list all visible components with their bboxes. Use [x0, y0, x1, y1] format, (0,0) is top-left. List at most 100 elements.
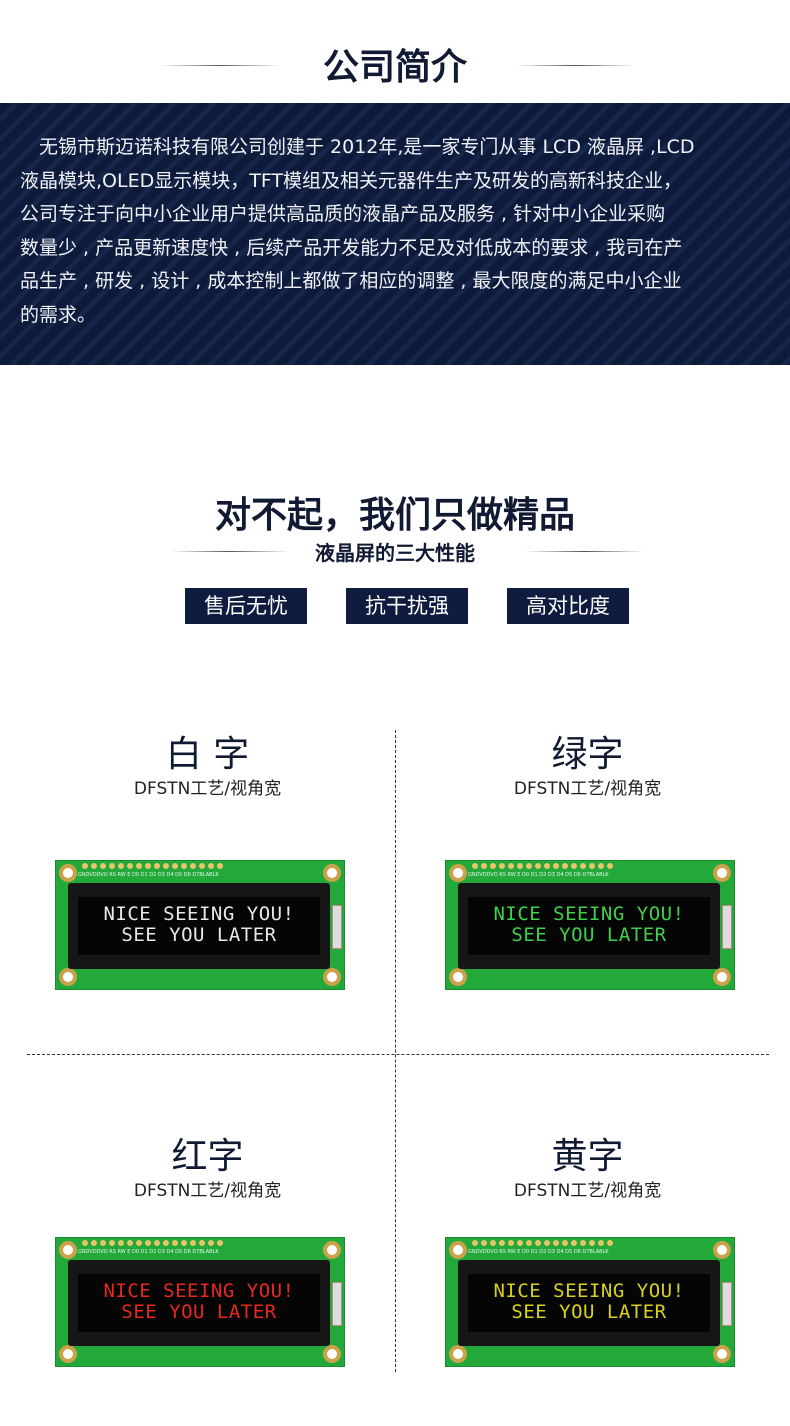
subtitle-line-left: [170, 551, 290, 552]
variant-subtitle: DFSTN工艺/视角宽: [133, 779, 282, 799]
pin: [100, 1240, 106, 1246]
pin: [517, 863, 523, 869]
pin-labels: GNDVDDVO RS RW E D0 D1 D2 D3 D4 D5 D6 D7…: [78, 1249, 219, 1255]
pin: [607, 863, 613, 869]
pin: [598, 863, 604, 869]
pin: [190, 1240, 196, 1246]
pin: [490, 1240, 496, 1246]
feature-tag: 售后无忧: [185, 588, 307, 624]
pin: [136, 863, 142, 869]
horizontal-divider: [27, 1054, 769, 1055]
pin: [127, 1240, 133, 1246]
pin: [517, 1240, 523, 1246]
lcd-screen: NICE SEEING YOU! SEE YOU LATER: [78, 1274, 320, 1332]
pin: [607, 1240, 613, 1246]
lcd-line-1: NICE SEEING YOU!: [103, 903, 295, 925]
variant-subtitle: DFSTN工艺/视角宽: [513, 1181, 662, 1201]
pin: [181, 863, 187, 869]
pin: [562, 1240, 568, 1246]
lcd-line-2: SEE YOU LATER: [511, 924, 667, 946]
pin: [580, 1240, 586, 1246]
subtitle-line-right: [525, 551, 645, 552]
pin: [217, 1240, 223, 1246]
variant-subtitle: DFSTN工艺/视角宽: [513, 779, 662, 799]
section-subtitle: 液晶屏的三大性能: [315, 541, 475, 565]
pin: [499, 1240, 505, 1246]
variant-title: 绿字: [551, 734, 624, 775]
lcd-line-2: SEE YOU LATER: [121, 1301, 277, 1323]
variant-subtitle: DFSTN工艺/视角宽: [133, 1181, 282, 1201]
intro-line: 数量少 , 产品更新速度快 , 后续产品开发能力不足及对低成本的要求 , 我司在…: [20, 236, 683, 259]
pin: [127, 863, 133, 869]
pin: [472, 1240, 478, 1246]
pin: [571, 863, 577, 869]
pin: [481, 863, 487, 869]
pin: [208, 863, 214, 869]
pin: [199, 1240, 205, 1246]
pin: [82, 863, 88, 869]
pin: [508, 863, 514, 869]
pin: [154, 863, 160, 869]
lcd-screen: NICE SEEING YOU! SEE YOU LATER: [468, 1274, 710, 1332]
pin: [163, 863, 169, 869]
pin: [481, 1240, 487, 1246]
feature-tag: 高对比度: [507, 588, 629, 624]
lcd-module-image: GNDVDDVO RS RW E D0 D1 D2 D3 D4 D5 D6 D7…: [55, 860, 345, 990]
lcd-line-2: SEE YOU LATER: [511, 1301, 667, 1323]
pin: [91, 1240, 97, 1246]
pin: [217, 863, 223, 869]
intro-line: 品生产 , 研发 , 设计 , 成本控制上都做了相应的调整 , 最大限度的满足中…: [20, 270, 682, 292]
pin: [580, 863, 586, 869]
pin: [589, 1240, 595, 1246]
pin: [571, 1240, 577, 1246]
pin: [82, 1240, 88, 1246]
pin: [118, 863, 124, 869]
lcd-line-1: NICE SEEING YOU!: [493, 1280, 685, 1302]
pin: [544, 1240, 550, 1246]
lcd-module-image: GNDVDDVO RS RW E D0 D1 D2 D3 D4 D5 D6 D7…: [445, 1237, 735, 1367]
pin: [145, 1240, 151, 1246]
pin: [589, 863, 595, 869]
pin: [100, 863, 106, 869]
pin: [562, 863, 568, 869]
pin: [172, 863, 178, 869]
intro-line: 无锡市斯迈诺科技有限公司创建于 2012年,是一家专门从事 LCD 液晶屏 ,L…: [20, 136, 695, 158]
lcd-line-2: SEE YOU LATER: [121, 924, 277, 946]
pin: [208, 1240, 214, 1246]
feature-tag: 抗干扰强: [346, 588, 468, 624]
pin: [199, 863, 205, 869]
variant-title: 红字: [171, 1136, 244, 1177]
pin: [553, 863, 559, 869]
pin-labels: GNDVDDVO RS RW E D0 D1 D2 D3 D4 D5 D6 D7…: [468, 872, 609, 878]
title-line-right: [515, 65, 635, 66]
lcd-screen: NICE SEEING YOU! SEE YOU LATER: [78, 897, 320, 955]
pin: [499, 863, 505, 869]
pin: [535, 1240, 541, 1246]
title-line-left: [160, 65, 280, 66]
pin: [154, 1240, 160, 1246]
lcd-module-image: GNDVDDVO RS RW E D0 D1 D2 D3 D4 D5 D6 D7…: [445, 860, 735, 990]
pin-labels: GNDVDDVO RS RW E D0 D1 D2 D3 D4 D5 D6 D7…: [78, 872, 219, 878]
vertical-divider: [395, 730, 396, 1372]
pin: [508, 1240, 514, 1246]
pin: [145, 863, 151, 869]
intro-line: 公司专注于向中小企业用户提供高品质的液晶产品及服务 , 针对中小企业采购: [20, 203, 666, 225]
lcd-screen: NICE SEEING YOU! SEE YOU LATER: [468, 897, 710, 955]
page-title: 公司简介: [322, 47, 467, 88]
pin: [163, 1240, 169, 1246]
pin: [190, 863, 196, 869]
pin: [526, 863, 532, 869]
pin: [598, 1240, 604, 1246]
pin: [109, 863, 115, 869]
variant-title: 白 字: [165, 734, 250, 775]
section-title: 对不起，我们只做精品: [214, 495, 575, 536]
pin-labels: GNDVDDVO RS RW E D0 D1 D2 D3 D4 D5 D6 D7…: [468, 1249, 609, 1255]
pin: [472, 863, 478, 869]
pin: [181, 1240, 187, 1246]
pin: [553, 1240, 559, 1246]
pin: [526, 1240, 532, 1246]
pin: [535, 863, 541, 869]
pin: [172, 1240, 178, 1246]
lcd-line-1: NICE SEEING YOU!: [493, 903, 685, 925]
pin: [136, 1240, 142, 1246]
